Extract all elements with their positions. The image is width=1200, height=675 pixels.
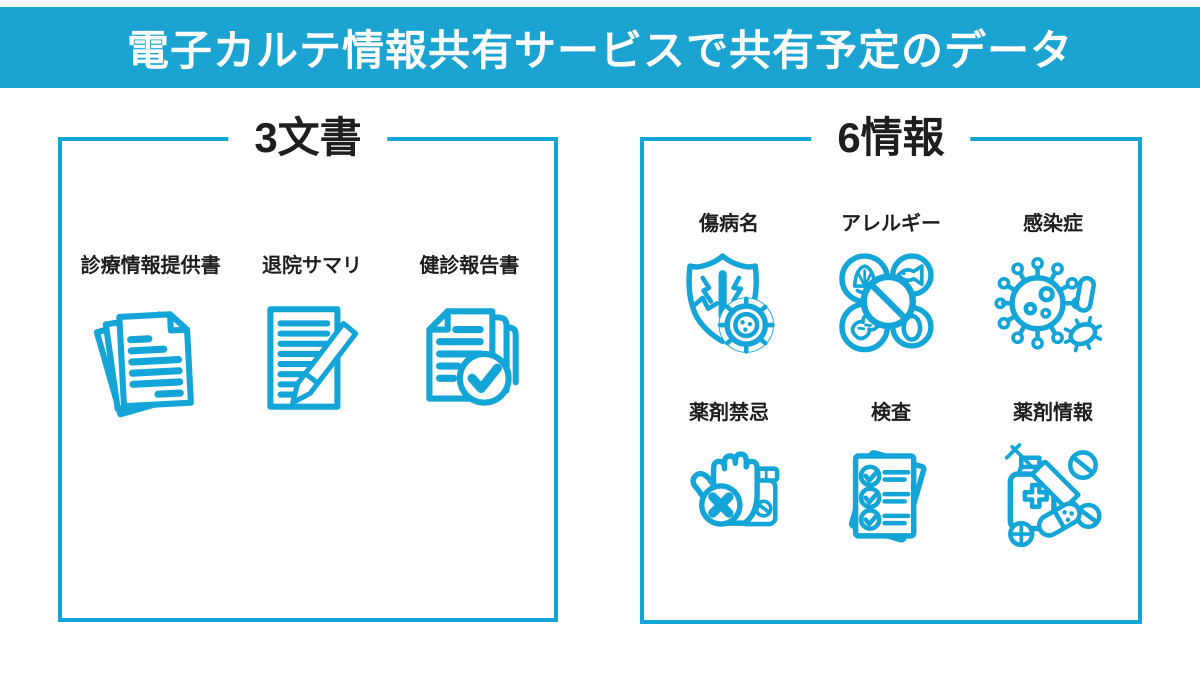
documents-panel-title: 3文書 bbox=[228, 109, 388, 167]
page-title: 電子カルテ情報共有サービスで共有予定のデータ bbox=[126, 27, 1073, 74]
medicine-syringe-pills-icon bbox=[994, 436, 1112, 554]
item-checkup-report: 健診報告書 bbox=[403, 253, 535, 425]
item-referral-document: 診療情報提供書 bbox=[81, 253, 221, 425]
documents-row: 診療情報提供書 bbox=[62, 141, 554, 425]
item-infectious-disease: 感染症 bbox=[972, 211, 1134, 365]
virus-bacteria-icon bbox=[994, 247, 1112, 365]
allergy-foods-prohibition-icon bbox=[832, 247, 950, 365]
item-label: 診療情報提供書 bbox=[80, 255, 221, 277]
item-test-results: 検査 bbox=[810, 400, 972, 554]
item-allergy: アレルギー bbox=[810, 211, 972, 365]
checklist-document-icon bbox=[832, 436, 950, 554]
documents-panel: 3文書 診療情報提供書 bbox=[58, 109, 558, 622]
document-pencil-icon bbox=[246, 293, 378, 425]
item-drug-contraindication: 薬剤禁忌 bbox=[648, 400, 810, 554]
information-panel-title: 6情報 bbox=[811, 109, 971, 167]
information-grid: 傷病名 bbox=[644, 141, 1138, 554]
item-label: 退院サマリ bbox=[261, 255, 362, 277]
item-label: 傷病名 bbox=[699, 213, 759, 235]
item-discharge-summary: 退院サマリ bbox=[246, 253, 378, 425]
item-label: 感染症 bbox=[1023, 213, 1083, 235]
item-drug-information: 薬剤情報 bbox=[972, 400, 1134, 554]
item-disease-name: 傷病名 bbox=[648, 211, 810, 365]
information-panel: 6情報 傷病名 bbox=[640, 109, 1142, 624]
documents-stack-icon bbox=[85, 293, 217, 425]
header-banner: 電子カルテ情報共有サービスで共有予定のデータ bbox=[0, 7, 1200, 88]
item-label: 検査 bbox=[871, 402, 911, 424]
document-check-icon bbox=[403, 293, 535, 425]
shield-crack-virus-icon bbox=[670, 247, 788, 365]
item-label: 薬剤情報 bbox=[1013, 402, 1093, 424]
hand-stop-pill-bottle-icon bbox=[670, 436, 788, 554]
item-label: 薬剤禁忌 bbox=[689, 402, 769, 424]
item-label: アレルギー bbox=[841, 213, 941, 235]
item-label: 健診報告書 bbox=[419, 255, 520, 277]
